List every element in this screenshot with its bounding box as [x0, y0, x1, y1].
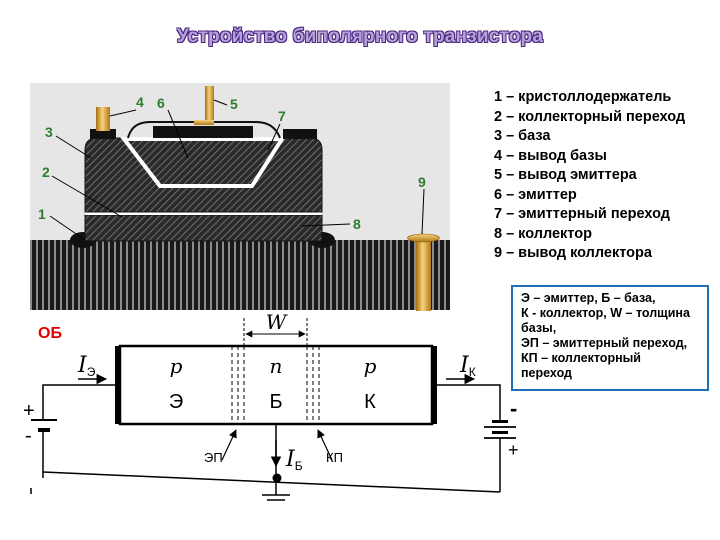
callout-3: 3 — [45, 124, 53, 140]
device-cross-section: 1 2 3 4 5 6 7 8 9 — [30, 83, 450, 311]
base-contact — [90, 129, 116, 139]
right-battery-plate-1 — [492, 420, 508, 423]
infobox-line: переход — [521, 366, 572, 380]
callout-4: 4 — [136, 94, 144, 110]
base-lead — [96, 107, 110, 131]
legend-item: 4 – вывод базы — [494, 147, 607, 164]
emitter-junction-label: ЭП — [204, 450, 223, 465]
notation-infobox: Э – эмиттер, Б – база, К - коллектор, W … — [511, 285, 709, 391]
page-title: Устройство биполярного транзистора — [176, 26, 544, 47]
base-contact-right — [283, 129, 317, 139]
kp-pointer-arrow — [317, 429, 333, 461]
emitter-current-label: IЭ — [77, 353, 96, 379]
ep-pointer-arrow — [221, 429, 237, 461]
collector-lead-head — [407, 233, 440, 243]
callout-8: 8 — [353, 216, 361, 232]
left-battery-plus: + — [23, 400, 35, 422]
ground-junction-dot — [272, 473, 282, 483]
legend-item: 8 – коллектор — [494, 225, 592, 242]
right-battery-plus: + — [508, 440, 519, 460]
circuit-schematic: W p n p Э Б К IЭ IК IБ ЭП — [23, 310, 519, 501]
left-battery-plate-short — [38, 428, 50, 432]
region-emitter-name: Э — [169, 391, 183, 413]
infobox-line: ЭП – эмиттерный переход, — [521, 336, 688, 350]
crystal-holder-base — [30, 240, 450, 310]
emitter-lead — [205, 86, 214, 124]
collector-junction-label: КП — [326, 450, 343, 465]
emitter-contact — [153, 126, 253, 138]
collector-junction-line — [85, 212, 322, 215]
region-collector-type: p — [364, 354, 377, 378]
callout-5: 5 — [230, 96, 238, 112]
collector-layer — [84, 214, 323, 242]
callout-2: 2 — [42, 164, 50, 180]
legend-item: 7 – эмиттерный переход — [494, 206, 670, 222]
legend-item: 6 – эмиттер — [494, 186, 577, 203]
callout-1: 1 — [38, 206, 46, 222]
base-current-label: IБ — [285, 447, 303, 473]
infobox-line: базы, — [521, 321, 557, 335]
legend-item: 2 – коллекторный переход — [494, 108, 686, 125]
collector-contact-bar — [431, 346, 437, 424]
right-battery-minus: - — [510, 396, 517, 421]
collector-current-label: IК — [459, 353, 476, 379]
emitter-region — [119, 137, 286, 188]
legend-item: 3 – база — [494, 128, 551, 144]
legend-item: 1 – кристоллодержатель — [494, 89, 672, 105]
callout-9: 9 — [418, 174, 426, 190]
callout-7: 7 — [278, 108, 286, 124]
emitter-lead-foot — [194, 120, 214, 125]
component-legend: 1 – кристоллодержатель 2 – коллекторный … — [494, 88, 685, 264]
infobox-line: Э – эмиттер, Б – база, — [521, 291, 656, 305]
legend-item: 9 – вывод коллектора — [494, 245, 652, 261]
infobox-line: КП – коллекторный — [521, 351, 641, 365]
transistor-body — [118, 344, 434, 426]
region-emitter-type: p — [170, 354, 183, 378]
callout-6: 6 — [157, 95, 165, 111]
left-battery-minus: - — [25, 425, 32, 447]
callout-leaders — [49, 99, 425, 241]
right-battery-plate-3 — [492, 431, 508, 434]
region-base-type: n — [270, 354, 283, 378]
collector-lead — [416, 239, 431, 311]
junction-lines — [231, 346, 320, 424]
region-base-name: Б — [269, 391, 282, 413]
region-collector-name: К — [364, 391, 376, 413]
base-width-label: W — [266, 310, 288, 334]
common-base-config-label: ОБ — [38, 325, 62, 342]
infobox-line: К - коллектор, W – толщина — [521, 306, 690, 320]
legend-item: 5 – вывод эмиттера — [494, 167, 637, 183]
emitter-contact-bar — [115, 346, 121, 424]
